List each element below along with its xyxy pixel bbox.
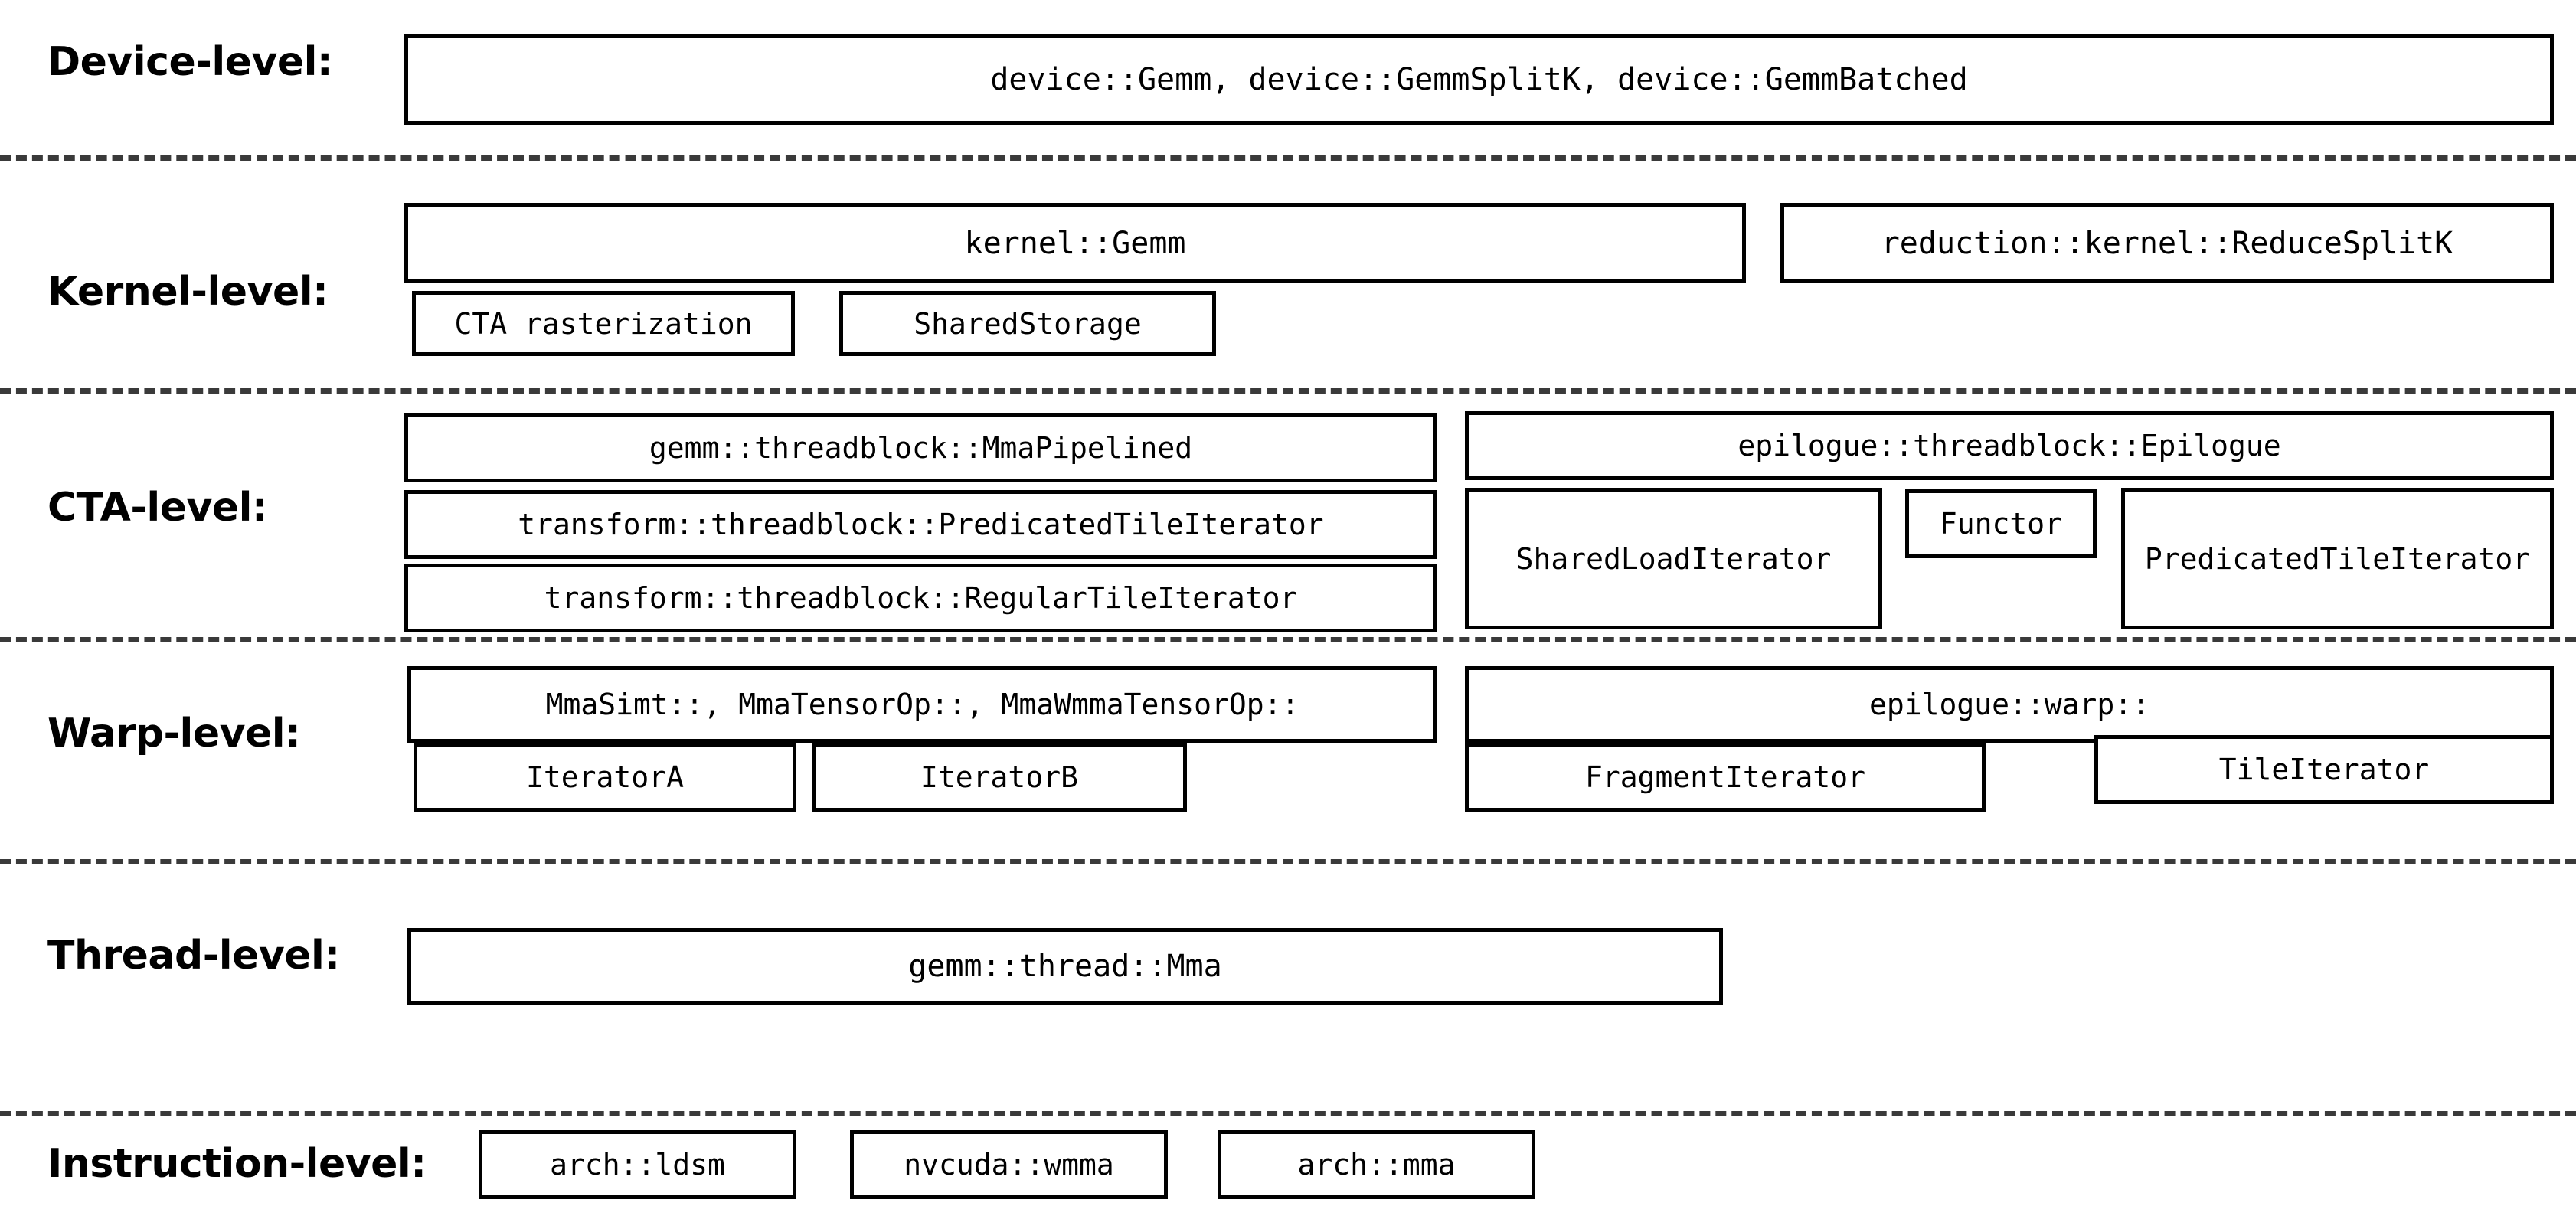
row-thread-level: Thread-level: gemm::thread::Mma [0,859,2576,1096]
box-epilogue-threadblock-epilogue[interactable]: epilogue::threadblock::Epilogue [1465,411,2554,480]
box-iteratorb-label: IteratorB [920,760,1078,794]
box-epilogue-warp[interactable]: epilogue::warp:: [1465,666,2554,743]
box-kernel-gemm-label: kernel::Gemm [964,225,1186,261]
box-tileiterator[interactable]: TileIterator [2094,735,2554,804]
separator-cta-warp [0,637,2576,642]
separator-thread-instruction [0,1111,2576,1116]
box-device-gemm-label: device::Gemm, device::GemmSplitK, device… [990,62,1968,97]
row-instruction-level: Instruction-level: arch::ldsm nvcuda::wm… [0,1111,2576,1219]
box-sharedloaditerator[interactable]: SharedLoadIterator [1465,488,1882,629]
box-iteratora-label: IteratorA [526,760,684,794]
separator-device-kernel [0,155,2576,161]
box-sharedloaditerator-label: SharedLoadIterator [1515,541,1832,576]
box-reduction-kernel-reducesplitk-label: reduction::kernel::ReduceSplitK [1881,225,2453,261]
box-epilogue-threadblock-epilogue-label: epilogue::threadblock::Epilogue [1737,429,2281,462]
row-device-level: Device-level: device::Gemm, device::Gemm… [0,0,2576,145]
box-fragmentiterator-label: FragmentIterator [1584,760,1866,794]
box-tileiterator-label: TileIterator [2218,753,2430,786]
box-functor-label: Functor [1939,507,2063,541]
box-iteratora[interactable]: IteratorA [414,743,796,812]
box-transform-threadblock-regulartileiterator[interactable]: transform::threadblock::RegularTileItera… [404,564,1437,632]
box-gemm-thread-mma[interactable]: gemm::thread::Mma [407,928,1723,1005]
row-label-cta-level: CTA-level: [47,485,268,531]
row-warp-level: Warp-level: MmaSimt::, MmaTensorOp::, Mm… [0,637,2576,859]
box-kernel-gemm[interactable]: kernel::Gemm [404,203,1746,283]
row-label-instruction-level: Instruction-level: [47,1141,427,1187]
box-gemm-threadblock-mmapipelined[interactable]: gemm::threadblock::MmaPipelined [404,413,1437,482]
box-transform-threadblock-predicatedtileiterator-label: transform::threadblock::PredicatedTileIt… [518,508,1324,541]
row-label-warp-level: Warp-level: [47,711,301,757]
box-nvcuda-wmma-label: nvcuda::wmma [904,1148,1114,1181]
row-label-device-level: Device-level: [47,39,333,85]
box-transform-threadblock-regulartileiterator-label: transform::threadblock::RegularTileItera… [544,581,1298,615]
box-arch-ldsm[interactable]: arch::ldsm [479,1130,796,1199]
box-fragmentiterator[interactable]: FragmentIterator [1465,743,1986,812]
box-arch-mma[interactable]: arch::mma [1218,1130,1535,1199]
row-cta-level: CTA-level: gemm::threadblock::MmaPipelin… [0,388,2576,632]
row-kernel-level: Kernel-level: kernel::Gemm reduction::ke… [0,155,2576,385]
row-label-kernel-level: Kernel-level: [47,269,329,315]
box-device-gemm[interactable]: device::Gemm, device::GemmSplitK, device… [404,34,2554,125]
separator-warp-thread [0,859,2576,864]
box-arch-mma-label: arch::mma [1297,1148,1456,1181]
box-sharedstorage[interactable]: SharedStorage [839,291,1216,356]
box-nvcuda-wmma[interactable]: nvcuda::wmma [850,1130,1168,1199]
box-cta-rasterization-label: CTA rasterization [454,306,753,341]
box-arch-ldsm-label: arch::ldsm [550,1148,725,1181]
box-sharedstorage-label: SharedStorage [914,306,1142,341]
box-gemm-thread-mma-label: gemm::thread::Mma [908,949,1222,984]
box-cta-rasterization[interactable]: CTA rasterization [412,291,795,356]
box-predicatedtileiterator-label: PredicatedTileIterator [2144,541,2531,576]
box-transform-threadblock-predicatedtileiterator[interactable]: transform::threadblock::PredicatedTileIt… [404,490,1437,559]
separator-kernel-cta [0,388,2576,394]
box-gemm-threadblock-mmapipelined-label: gemm::threadblock::MmaPipelined [649,431,1193,465]
box-predicatedtileiterator[interactable]: PredicatedTileIterator [2121,488,2554,629]
box-epilogue-warp-label: epilogue::warp:: [1868,688,2150,721]
box-iteratorb[interactable]: IteratorB [812,743,1187,812]
row-label-thread-level: Thread-level: [47,933,340,979]
box-mma-warp-ops-label: MmaSimt::, MmaTensorOp::, MmaWmmaTensorO… [545,688,1299,721]
box-reduction-kernel-reducesplitk[interactable]: reduction::kernel::ReduceSplitK [1780,203,2554,283]
box-mma-warp-ops[interactable]: MmaSimt::, MmaTensorOp::, MmaWmmaTensorO… [407,666,1437,743]
box-functor[interactable]: Functor [1905,489,2097,558]
